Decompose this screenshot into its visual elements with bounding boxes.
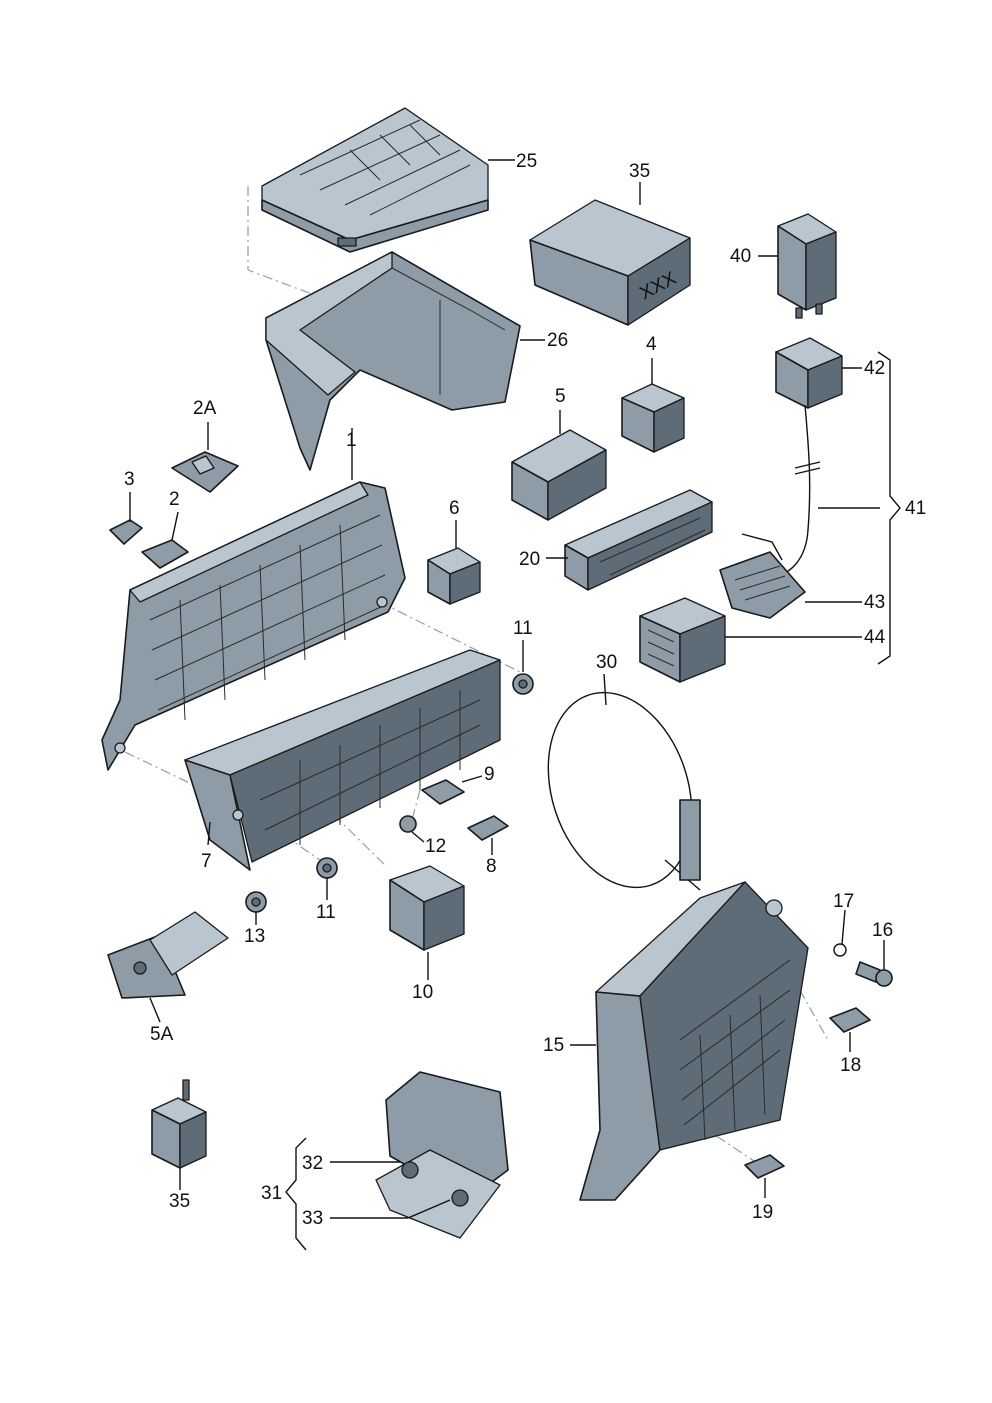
label-10: 10	[412, 982, 433, 1003]
label-7: 7	[201, 851, 212, 872]
label-18: 18	[840, 1055, 861, 1076]
label-35-lower: 35	[169, 1191, 190, 1212]
label-44: 44	[864, 627, 886, 648]
label-20: 20	[519, 549, 540, 570]
part-3-fuse	[109, 519, 143, 545]
part-18-fuse	[829, 1007, 871, 1033]
label-13: 13	[244, 926, 265, 947]
part-2-fuse	[141, 539, 189, 569]
part-40-relay	[777, 213, 837, 319]
leader-lines	[129, 159, 885, 1219]
part-8-fuse	[467, 815, 509, 841]
part-16-screw	[855, 961, 893, 987]
group-brackets	[285, 351, 901, 1251]
label-11-upper: 11	[513, 618, 533, 639]
part-15-cover	[579, 881, 809, 1201]
label-2: 2	[169, 489, 180, 510]
part-11-nut-lower	[316, 857, 338, 879]
label-31: 31	[261, 1183, 282, 1204]
part-31-fuse-holder-assembly	[375, 1071, 509, 1239]
part-11-nut-upper	[512, 673, 534, 695]
label-32: 32	[302, 1153, 323, 1174]
label-11-lower: 11	[316, 902, 336, 923]
label-35-top: 35	[629, 161, 650, 182]
part-42-relay-carrier	[769, 337, 843, 579]
label-16: 16	[872, 920, 893, 941]
label-42: 42	[864, 358, 885, 379]
part-labels: 25 35 40 26 4 42 2A 5 1 3 2 6 41 20 43 1…	[124, 151, 926, 1229]
label-12: 12	[425, 836, 446, 857]
part-35-relay-lower	[151, 1079, 207, 1169]
label-41: 41	[905, 498, 926, 519]
label-3: 3	[124, 469, 135, 490]
label-6: 6	[449, 498, 460, 519]
label-1: 1	[346, 430, 357, 451]
part-20-fuse-strip	[564, 489, 713, 591]
part-43-connector	[719, 533, 806, 619]
part-7-fuse-relay-carrier	[184, 649, 501, 871]
label-15: 15	[543, 1035, 564, 1056]
label-30: 30	[596, 652, 617, 673]
label-25: 25	[516, 151, 537, 172]
label-4: 4	[646, 334, 657, 355]
label-40: 40	[730, 246, 751, 267]
part-9-fuse-holder	[421, 779, 465, 805]
part-5a-bracket	[107, 911, 229, 999]
label-8: 8	[486, 856, 497, 877]
label-19: 19	[752, 1202, 773, 1223]
part-12-nut	[399, 815, 417, 833]
part-17-clip	[833, 943, 847, 957]
part-30-cable-loop	[547, 691, 701, 891]
part-4-relay	[621, 383, 685, 453]
label-5a: 5A	[150, 1024, 174, 1045]
part-44-connector	[639, 597, 726, 683]
label-33: 33	[302, 1208, 323, 1229]
part-25-fuse-box-cover	[261, 107, 489, 253]
label-5: 5	[555, 386, 566, 407]
part-2a-holder	[171, 451, 239, 493]
part-1-main-relay-board	[101, 481, 406, 771]
part-10-relay	[389, 865, 465, 951]
part-26-bracket-housing	[265, 251, 521, 471]
part-13-nut	[245, 891, 267, 913]
part-19-fuse	[744, 1154, 785, 1179]
label-17: 17	[833, 891, 854, 912]
part-5-relay-base	[511, 429, 607, 521]
label-2a: 2A	[193, 398, 217, 419]
label-26: 26	[547, 330, 568, 351]
label-43: 43	[864, 592, 885, 613]
label-9: 9	[484, 764, 495, 785]
part-35-control-unit-top: XXX	[529, 199, 691, 326]
part-6-relay	[427, 547, 481, 605]
